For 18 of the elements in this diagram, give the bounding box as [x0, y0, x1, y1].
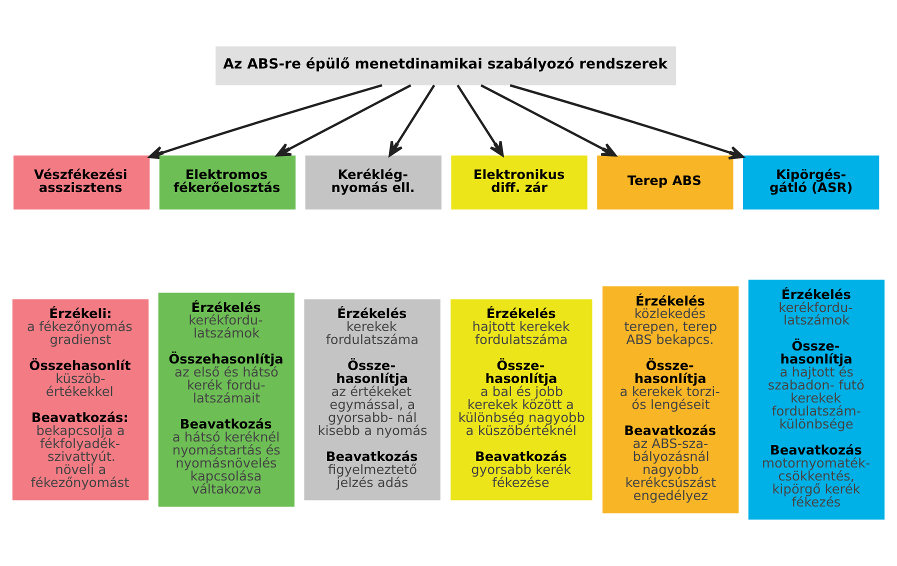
- node-box: Érzékelés hajtott kerekek fordulatszáma Össze- hasonlítja a bal és jobb kerekek között a különbség nagyobb a küszöbértéknél Beavatkozás gyorsabb kerék fékezése: [450, 299, 592, 500]
- node-box: Keréklég- nyomás ell.: [305, 155, 442, 210]
- node-box: Elektromos fékerőelosztás: [159, 155, 296, 210]
- node-box: Terep ABS: [597, 155, 734, 210]
- node-box: Érzékelés kerékfordu- latszámok Össze- hasonlítja a hajtott és szabadon- futó kerekek fordulatszám- különbsége Beavatkozás motornyomaték- csökkentés, kipörgő kerék fékezés: [748, 280, 885, 520]
- node-box: Kipörgés- gátló (ASR): [743, 155, 880, 210]
- arrow: [510, 84, 744, 160]
- arrow: [388, 84, 436, 157]
- node-box: Érzékeli: a fékezőnyomás gradienst Összehasonlít küszöb- értékekkel Beavatkozás: bekapcsolja a fékfolyadék- szivattyút. növeli a fékezőnyomást: [12, 299, 149, 500]
- arrow: [480, 84, 616, 157]
- node-box: Vészfékezési asszisztens: [14, 155, 150, 210]
- arrow: [276, 84, 412, 157]
- arrow: [456, 84, 504, 157]
- node-box: Érzékelés közlekedés terepen, terep ABS bekapcs. Össze- hasonlítja a kerekek torzi- ós lengéseit Beavatkozás az ABS-sza- bályozásnál nagyobb kerékcsúszást engedélyez: [602, 286, 739, 514]
- node-box: Az ABS-re épülő menetdinamikai szabályozó rendszerek: [216, 46, 676, 86]
- node-box: Érzékelés kerekek fordulatszáma Össze- hasonlítja az értékeket egymással, a gyorsabb- nál kisebb a nyomás Beavatkozás figyelmeztető jelzés adás: [304, 299, 440, 500]
- node-box: Elektronikus diff. zár: [451, 155, 588, 210]
- node-box: Érzékelés kerékfordu- latszámok Összehasonlítja az első és hátsó kerék fordu- latszámait Beavatkozás a hátsó keréknél nyomástartás és nyomásnövelés kapcsolása váltakozva: [158, 292, 294, 507]
